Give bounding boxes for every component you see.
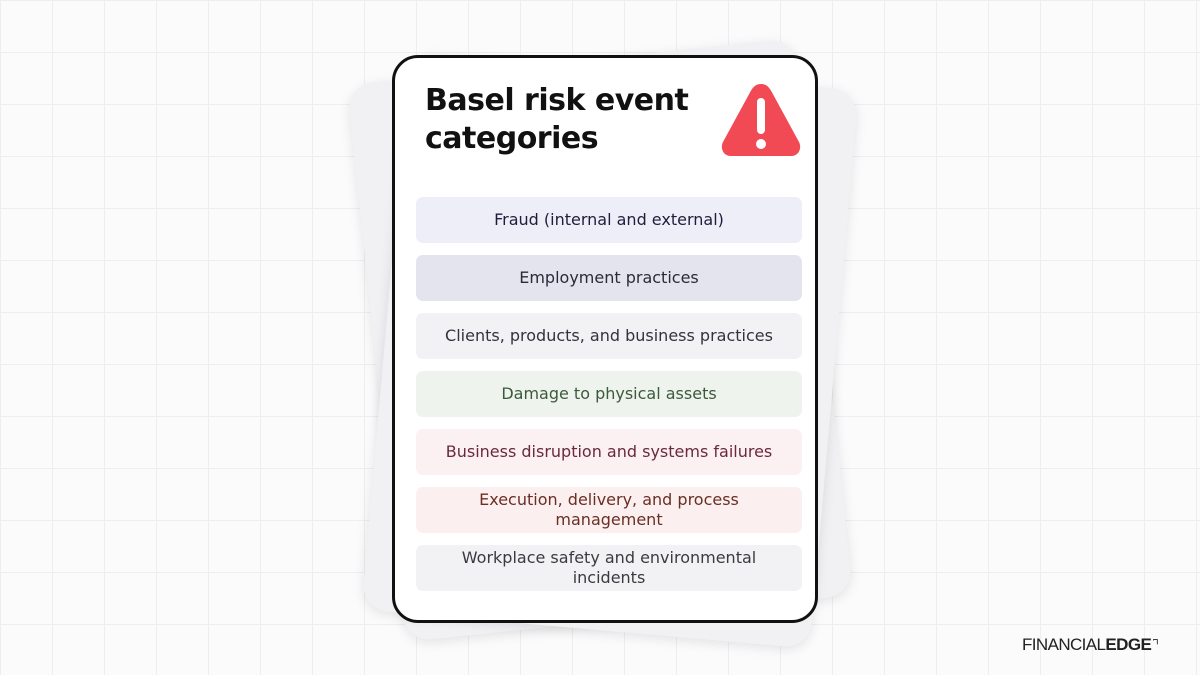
category-label: Fraud (internal and external): [494, 210, 724, 229]
logo-corner-icon: [1153, 639, 1158, 645]
warning-triangle-icon: [721, 84, 801, 156]
logo-word-financial: FINANCIAL: [1022, 635, 1106, 654]
category-item: Clients, products, and business practice…: [416, 313, 802, 359]
category-label: Workplace safety and environmental incid…: [461, 548, 757, 587]
category-label: Business disruption and systems failures: [445, 442, 773, 461]
logo-word-edge: EDGE: [1105, 635, 1152, 654]
category-label: Employment practices: [519, 268, 699, 287]
category-label: Damage to physical assets: [501, 384, 717, 403]
category-item: Execution, delivery, and process managem…: [416, 487, 802, 533]
category-item: Workplace safety and environmental incid…: [416, 545, 802, 591]
category-item: Business disruption and systems failures: [416, 429, 802, 475]
category-list: Fraud (internal and external) Employment…: [416, 197, 802, 603]
category-label: Execution, delivery, and process managem…: [479, 490, 739, 529]
category-item: Fraud (internal and external): [416, 197, 802, 243]
category-item: Employment practices: [416, 255, 802, 301]
risk-categories-card: Basel risk event categories Fraud (inter…: [392, 55, 818, 623]
card-title: Basel risk event categories: [425, 83, 689, 156]
category-item: Damage to physical assets: [416, 371, 802, 417]
category-label: Clients, products, and business practice…: [445, 326, 773, 345]
